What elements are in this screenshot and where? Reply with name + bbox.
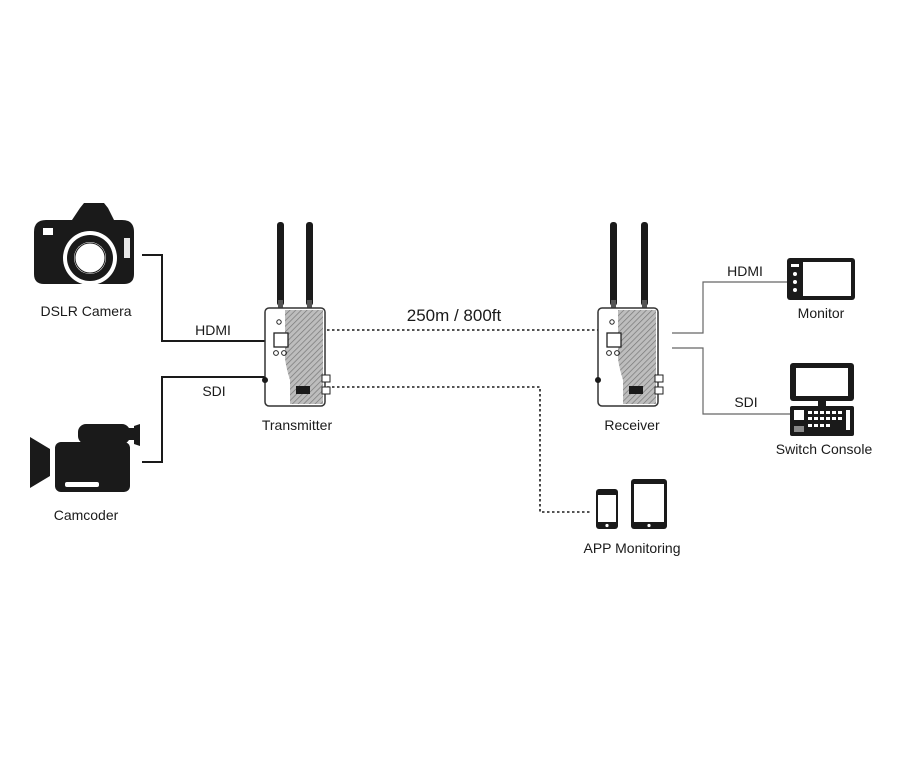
monitor-hdmi-cable — [672, 281, 787, 334]
transmitter-label: Transmitter — [262, 417, 333, 433]
distance-label: 250m / 800ft — [407, 306, 502, 325]
smartphone-icon — [596, 489, 618, 529]
connection-lines — [142, 254, 790, 513]
camcoder-icon — [30, 424, 140, 492]
camcoder-sdi-cable — [142, 376, 265, 463]
tablet-icon — [631, 479, 667, 529]
app-wifi-link-line — [327, 386, 592, 513]
camcoder-label: Camcoder — [54, 507, 119, 523]
rx-hdmi-label: HDMI — [727, 263, 763, 279]
transmitter-icon — [262, 222, 331, 407]
receiver-label: Receiver — [604, 417, 660, 433]
switch-sdi-cable — [672, 347, 790, 415]
switch-console-icon — [790, 363, 854, 436]
dslr-hdmi-cable — [142, 254, 265, 342]
tx-sdi-label: SDI — [202, 383, 225, 399]
rx-sdi-label: SDI — [734, 394, 757, 410]
monitor-label: Monitor — [798, 305, 845, 321]
dslr-camera-label: DSLR Camera — [40, 303, 131, 319]
tx-hdmi-label: HDMI — [195, 322, 231, 338]
monitor-icon — [787, 258, 855, 300]
dslr-camera-icon — [34, 203, 134, 285]
receiver-icon — [595, 222, 664, 407]
app-monitoring-label: APP Monitoring — [583, 540, 680, 556]
switch-console-label: Switch Console — [776, 441, 873, 457]
